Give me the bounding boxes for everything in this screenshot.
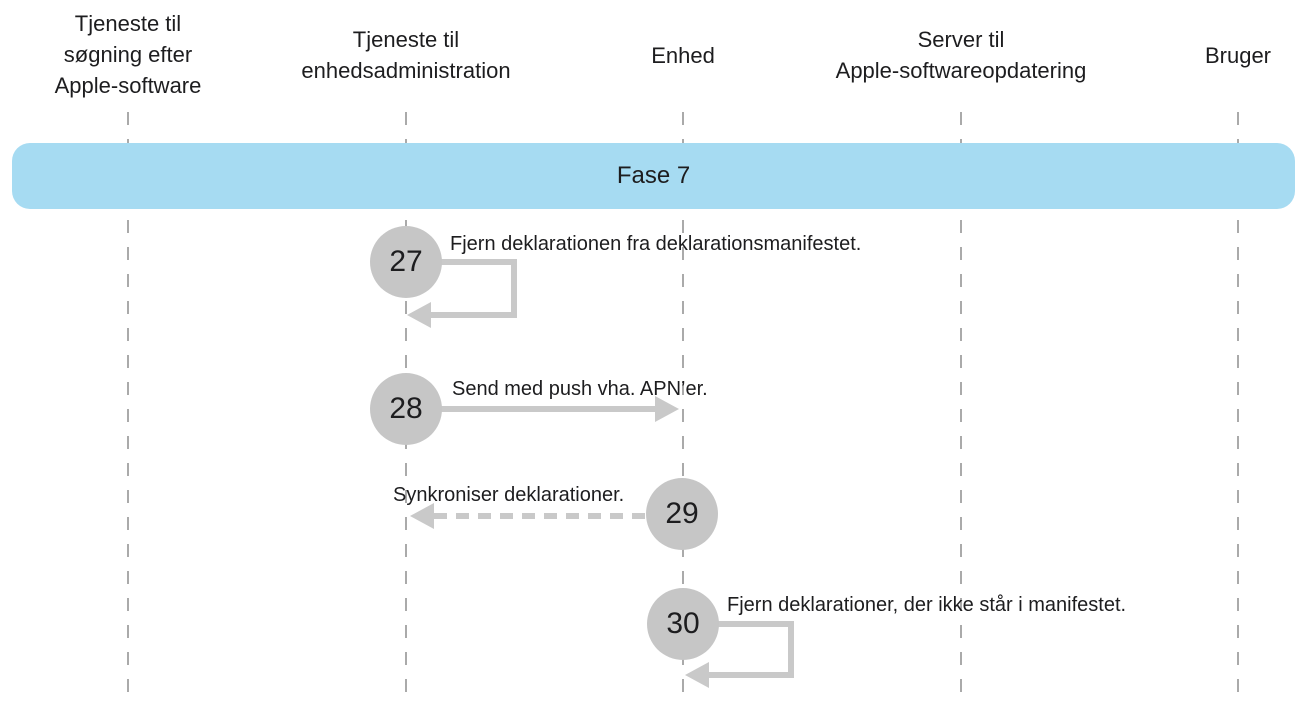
lane-header-device-management: Tjeneste til enhedsadministration <box>301 27 511 83</box>
step-28-circle: 28 <box>370 373 442 445</box>
step-27-loop-right-segment <box>511 259 517 318</box>
lane-header-user: Bruger <box>1204 43 1272 68</box>
step-30-number: 30 <box>666 607 700 640</box>
step-27-loop-bottom-segment <box>430 312 517 318</box>
lane-header-apple-software-update: Server til Apple-softwareopdatering <box>835 27 1087 83</box>
step-27-label: Fjern deklarationen fra deklarationsmani… <box>450 233 862 255</box>
step-27-circle: 27 <box>370 226 442 298</box>
step-27-loop-top-segment <box>440 259 517 265</box>
step-27-number: 27 <box>389 245 423 278</box>
lifeline-apple-software-update <box>960 112 962 705</box>
step-28-right-arrowhead-icon <box>655 396 679 422</box>
step-30-self-loop-arrowhead-icon <box>685 662 709 688</box>
step-27-self-loop-arrowhead-icon <box>407 302 431 328</box>
phase-banner: Fase 7 <box>12 143 1295 209</box>
phase-label: Fase 7 <box>616 162 691 189</box>
lifeline-user <box>1237 112 1239 705</box>
lane-header-apple-software-lookup: Tjeneste til søgning efter Apple-softwar… <box>54 11 202 98</box>
step-28-number: 28 <box>389 392 423 425</box>
step-30-circle: 30 <box>647 588 719 660</box>
step-29-label: Synkroniser deklarationer. <box>393 484 625 506</box>
step-30-loop-top-segment <box>717 621 794 627</box>
step-29-circle: 29 <box>646 478 718 550</box>
lane-header-device: Enhed <box>651 43 715 68</box>
step-29-number: 29 <box>665 497 699 530</box>
lifeline-apple-software-lookup <box>127 112 129 705</box>
step-28-arrow-line <box>440 406 656 412</box>
step-30-label: Fjern deklarationer, der ikke står i man… <box>727 594 1127 616</box>
step-30-loop-right-segment <box>788 621 794 678</box>
step-28-label: Send med push vha. APN’er. <box>452 378 708 400</box>
step-30-loop-bottom-segment <box>708 672 794 678</box>
step-29-dashed-arrow-line <box>434 513 648 519</box>
lifeline-device <box>682 112 684 705</box>
step-29-left-arrowhead-icon <box>410 503 434 529</box>
